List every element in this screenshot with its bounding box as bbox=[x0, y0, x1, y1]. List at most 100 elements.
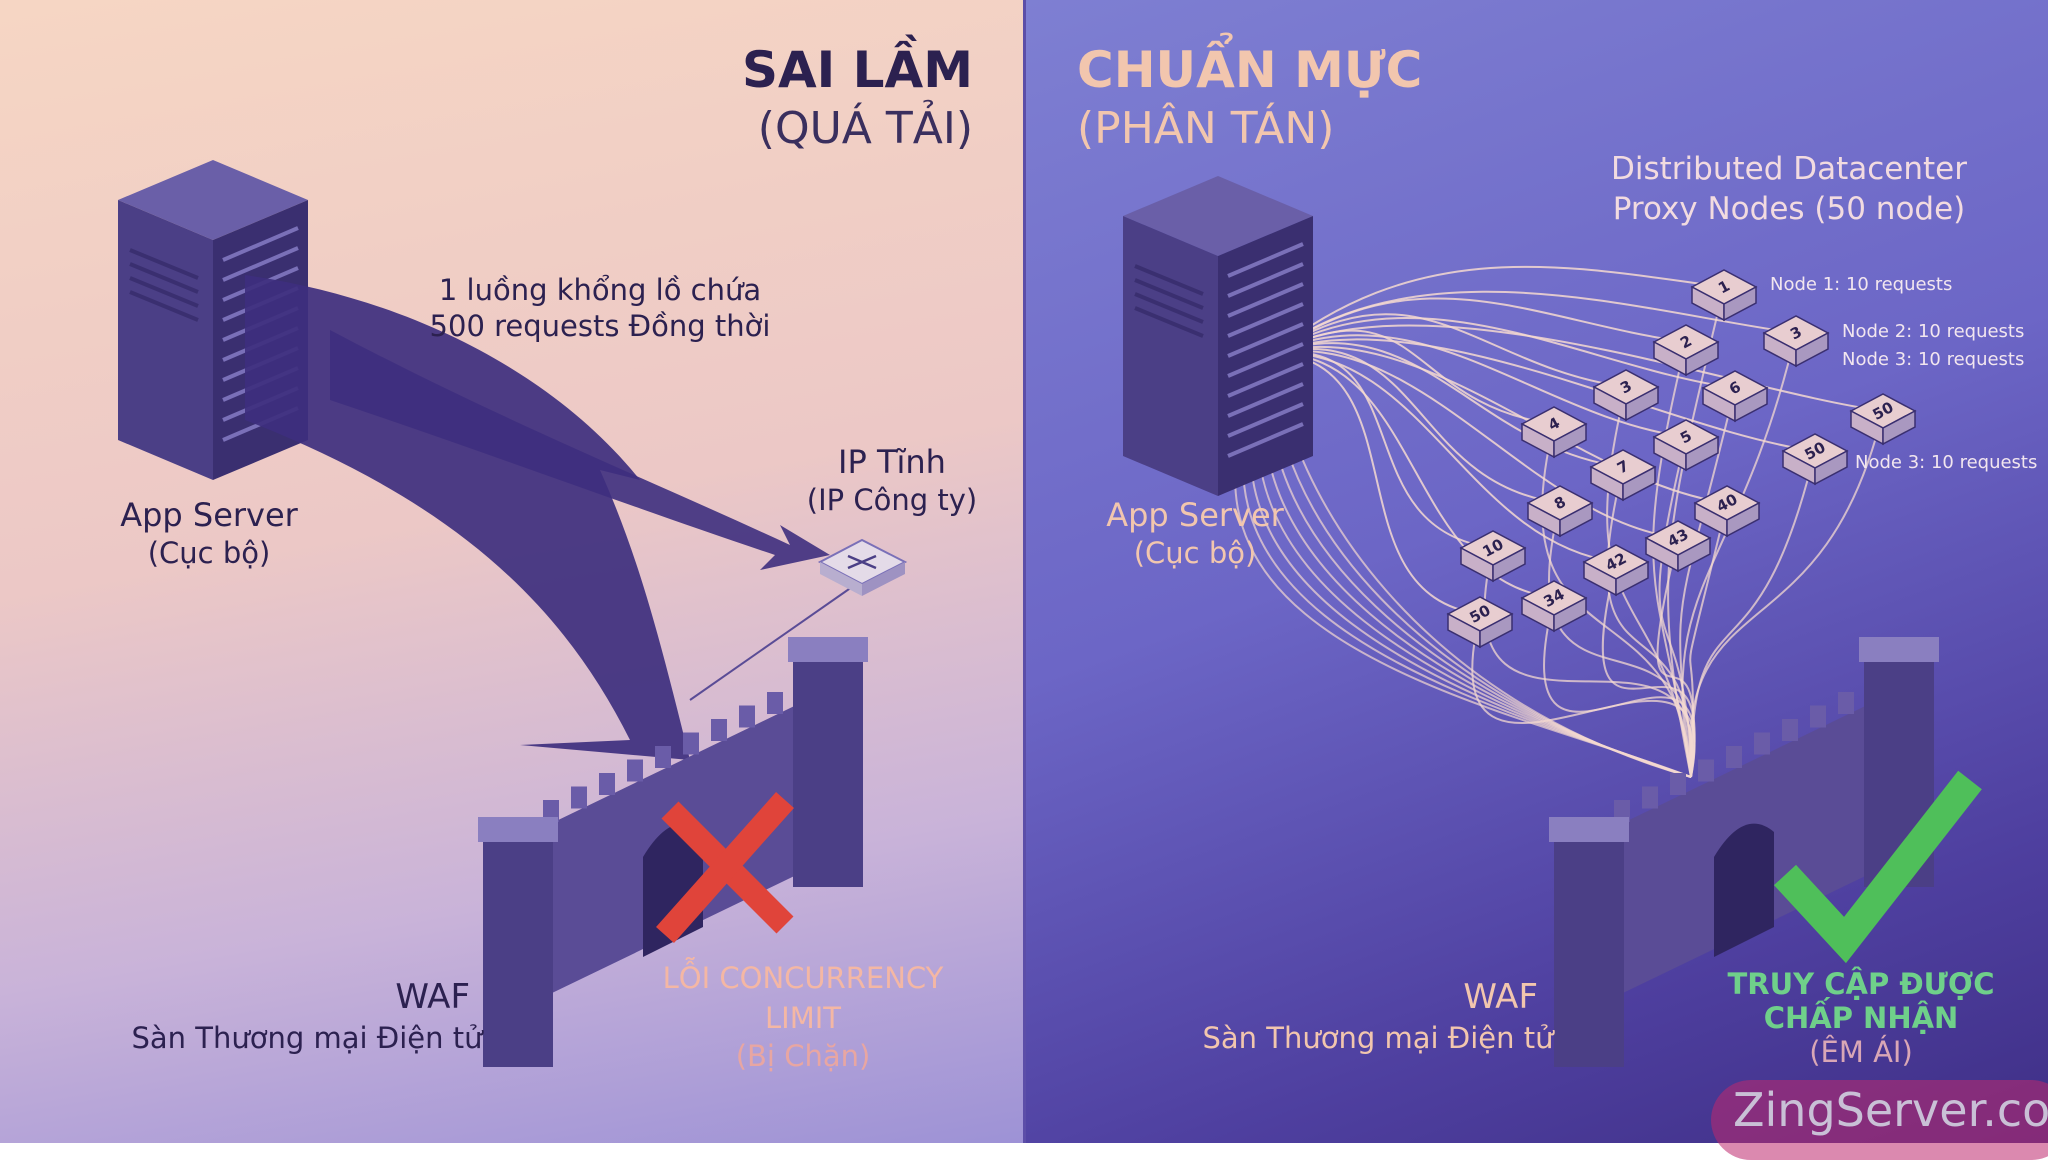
server-vent bbox=[129, 248, 199, 280]
watermark: ZingServer.com bbox=[1711, 1080, 2048, 1160]
server-vent bbox=[1134, 292, 1204, 324]
server-slot bbox=[1227, 302, 1304, 338]
node-side bbox=[1734, 386, 1768, 423]
left-tower bbox=[483, 827, 553, 1067]
error-line-2: LIMIT bbox=[765, 1001, 841, 1035]
watermark-text: ZingServer.com bbox=[1733, 1083, 2048, 1137]
right-server-subtitle: (Cục bộ) bbox=[1133, 536, 1257, 570]
proxy-node: 3 bbox=[1762, 315, 1830, 368]
ip-title: IP Tĩnh bbox=[838, 443, 946, 481]
battlement bbox=[1838, 692, 1854, 714]
flow-curve bbox=[1690, 450, 1816, 778]
battlement bbox=[571, 786, 587, 809]
battlement bbox=[1614, 800, 1630, 822]
router-side bbox=[820, 562, 862, 596]
node-side bbox=[1553, 596, 1587, 633]
flow-curve bbox=[1272, 347, 1561, 504]
left-tower-cap bbox=[1549, 817, 1629, 842]
server-slot bbox=[1227, 422, 1304, 458]
flow-curve bbox=[1272, 350, 1679, 539]
battlement bbox=[655, 746, 671, 768]
node-side bbox=[1814, 449, 1848, 486]
node-label-1: Node 1: 10 requests bbox=[1770, 274, 1953, 295]
right-tower bbox=[793, 647, 863, 887]
ip-subtitle: (IP Công ty) bbox=[806, 483, 978, 517]
right-waf-subtitle: Sàn Thương mại Điện tử bbox=[1202, 1021, 1554, 1055]
red-x-icon bbox=[656, 792, 794, 943]
nodes-title-1: Distributed Datacenter bbox=[1611, 151, 1967, 187]
flow-curve bbox=[1272, 334, 1687, 438]
flow-curve bbox=[1272, 351, 1494, 549]
battlement bbox=[1698, 759, 1714, 782]
node-side bbox=[1685, 340, 1719, 377]
node-side bbox=[1726, 501, 1760, 538]
flow-curve bbox=[1272, 352, 1481, 615]
ip-branch-arrow bbox=[330, 330, 830, 570]
proxy-node: 10 bbox=[1459, 530, 1527, 583]
proxy-node: 8 bbox=[1526, 485, 1594, 538]
proxy-node: 42 bbox=[1582, 544, 1650, 597]
battlement bbox=[767, 692, 783, 714]
proxy-node: 50 bbox=[1849, 393, 1917, 446]
server-slot bbox=[1227, 362, 1304, 398]
proxy-node: 3 bbox=[1592, 369, 1660, 422]
battlement bbox=[1810, 705, 1826, 728]
left-tower-cap bbox=[478, 817, 558, 842]
router-link bbox=[689, 579, 863, 701]
node-side bbox=[1615, 560, 1649, 597]
flow-curve bbox=[1272, 351, 1617, 563]
node-side bbox=[1685, 435, 1719, 472]
success-line-2: CHẤP NHẬN bbox=[1763, 1001, 1959, 1035]
server-slot bbox=[1227, 322, 1304, 358]
flow-curve bbox=[1272, 342, 1624, 468]
server-vent bbox=[129, 262, 199, 294]
battlement bbox=[1726, 746, 1742, 768]
proxy-node: 43 bbox=[1644, 520, 1712, 573]
flow-curve bbox=[1272, 317, 1736, 389]
flow-label-2: 500 requests Đồng thời bbox=[429, 309, 771, 343]
battlement bbox=[1782, 719, 1798, 741]
node-side bbox=[1479, 612, 1513, 649]
left-waf-title: WAF bbox=[395, 977, 470, 1017]
right-server-title: App Server bbox=[1106, 496, 1284, 534]
server-slot bbox=[1227, 242, 1304, 278]
battlement bbox=[683, 732, 699, 755]
router-side bbox=[862, 562, 905, 596]
left-title: SAI LẦM bbox=[741, 41, 973, 99]
battlement bbox=[739, 705, 755, 728]
success-line-3: (ÊM ÁI) bbox=[1809, 1035, 1913, 1069]
node-side bbox=[1723, 285, 1757, 322]
proxy-node: 50 bbox=[1781, 433, 1849, 486]
flow-curve bbox=[1601, 561, 1696, 778]
proxy-node: 5 bbox=[1652, 419, 1720, 472]
battlement bbox=[711, 719, 727, 741]
proxy-node: 40 bbox=[1693, 485, 1761, 538]
flow-curve bbox=[1272, 265, 1725, 354]
proxy-node: 2 bbox=[1652, 324, 1720, 377]
flow-curve bbox=[1272, 338, 1816, 452]
battlement bbox=[627, 759, 643, 782]
server-slot bbox=[1227, 282, 1304, 318]
right-subtitle: (PHÂN TÁN) bbox=[1077, 103, 1335, 154]
proxy-node: 4 bbox=[1520, 406, 1588, 459]
flow-curve bbox=[1272, 329, 1555, 425]
server-vent bbox=[1134, 306, 1204, 338]
server-vent bbox=[1134, 278, 1204, 310]
server-slot bbox=[1227, 402, 1304, 438]
flow-curve bbox=[1272, 352, 1555, 599]
node-label-4: Node 3: 10 requests bbox=[1855, 452, 2038, 473]
left-server-subtitle: (Cục bộ) bbox=[147, 536, 271, 570]
proxy-node: 6 bbox=[1701, 370, 1769, 423]
proxy-node: 50 bbox=[1446, 596, 1514, 649]
battlement bbox=[1642, 786, 1658, 809]
server-left-face bbox=[1123, 216, 1218, 496]
server-slot bbox=[222, 226, 299, 262]
right-title: CHUẨN MỰC bbox=[1077, 41, 1423, 99]
node-side bbox=[1492, 546, 1526, 583]
server-slot bbox=[1227, 382, 1304, 418]
battlement bbox=[599, 773, 615, 795]
flow-curve bbox=[1272, 297, 1687, 354]
flow-curve bbox=[1471, 613, 1696, 778]
node-side bbox=[1795, 331, 1829, 368]
